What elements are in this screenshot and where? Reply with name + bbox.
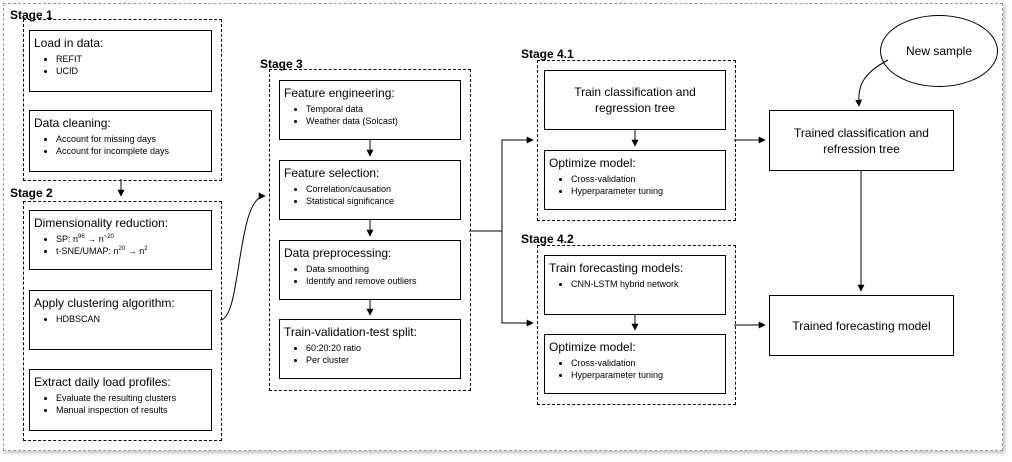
stage3-title: Stage 3 (260, 57, 303, 71)
feature-engineering-heading: Feature engineering: (284, 86, 395, 100)
train-forecasting-box: Train forecasting models: CNN-LSTM hybri… (544, 255, 726, 315)
list-item: CNN-LSTM hybrid network (571, 278, 720, 290)
list-item: UCID (56, 65, 206, 77)
optimize-tree-box: Optimize model: Cross-validation Hyperpa… (544, 150, 726, 210)
arrow-stage2-to-stage3 (219, 192, 266, 321)
extract-profiles-box: Extract daily load profiles: Evaluate th… (29, 369, 212, 431)
arrow-stage3-to-stage41 (469, 136, 534, 232)
stage42-title: Stage 4.2 (521, 232, 574, 246)
dimensionality-reduction-heading: Dimensionality reduction: (34, 216, 169, 230)
list-item: Account for incomplete days (56, 145, 206, 157)
train-test-split-heading: Train-validation-test split: (284, 325, 417, 339)
list-item: Data smoothing (306, 263, 455, 275)
list-item: Weather data (Solcast) (306, 115, 455, 127)
clustering-box: Apply clustering algorithm: HDBSCAN (29, 290, 212, 350)
extract-profiles-heading: Extract daily load profiles: (34, 375, 171, 389)
new-sample-ellipse: New sample (880, 15, 998, 87)
list-item: SP: n96 → n~20 (56, 233, 206, 245)
stage1-container (23, 19, 222, 181)
optimize-forecasting-heading: Optimize model: (549, 340, 636, 354)
list-item: Correlation/causation (306, 183, 455, 195)
arrow-stage3-to-stage42 (501, 231, 534, 327)
list-item: Manual inspection of results (56, 404, 206, 416)
trained-forecast-box: Trained forecasting model (769, 295, 954, 356)
list-item: Evaluate the resulting clusters (56, 392, 206, 404)
list-item: HDBSCAN (56, 313, 206, 325)
list-item: Cross-validation (571, 173, 720, 185)
train-test-split-box: Train-validation-test split: 60:20:20 ra… (279, 319, 461, 379)
dimensionality-reduction-box: Dimensionality reduction: SP: n96 → n~20… (29, 210, 212, 270)
list-item: Statistical significance (306, 195, 455, 207)
load-data-box: Load in data: REFIT UCID (29, 30, 212, 92)
list-item: t-SNE/UMAP: n20 → n2 (56, 245, 206, 257)
load-data-heading: Load in data: (34, 36, 104, 50)
list-item: Identify and remove outliers (306, 275, 455, 287)
trained-tree-box: Trained classification and refression tr… (769, 110, 954, 171)
stage1-title: Stage 1 (10, 8, 53, 22)
feature-selection-box: Feature selection: Correlation/causation… (279, 160, 461, 220)
stage41-title: Stage 4.1 (521, 47, 574, 61)
feature-engineering-box: Feature engineering: Temporal data Weath… (279, 80, 461, 140)
list-item: Temporal data (306, 103, 455, 115)
data-cleaning-heading: Data cleaning: (34, 116, 111, 130)
data-preprocessing-heading: Data preprocessing: (284, 246, 392, 260)
list-item: Hyperparameter tuning (571, 185, 720, 197)
optimize-tree-heading: Optimize model: (549, 156, 636, 170)
clustering-heading: Apply clustering algorithm: (34, 296, 175, 310)
train-forecasting-heading: Train forecasting models: (549, 261, 684, 275)
list-item: Per cluster (306, 354, 455, 366)
train-tree-box: Train classification and regression tree (544, 70, 726, 130)
feature-selection-heading: Feature selection: (284, 166, 380, 180)
stage3-container (269, 69, 471, 391)
list-item: 60:20:20 ratio (306, 342, 455, 354)
optimize-forecasting-box: Optimize model: Cross-validation Hyperpa… (544, 334, 726, 394)
list-item: Hyperparameter tuning (571, 369, 720, 381)
list-item: Account for missing days (56, 133, 206, 145)
data-preprocessing-box: Data preprocessing: Data smoothing Ident… (279, 240, 461, 300)
stage2-title: Stage 2 (10, 186, 53, 200)
list-item: REFIT (56, 53, 206, 65)
stage2-container (23, 201, 222, 441)
data-cleaning-box: Data cleaning: Account for missing days … (29, 110, 212, 172)
arrow-new-sample-to-trained-tree (855, 59, 889, 107)
list-item: Cross-validation (571, 357, 720, 369)
